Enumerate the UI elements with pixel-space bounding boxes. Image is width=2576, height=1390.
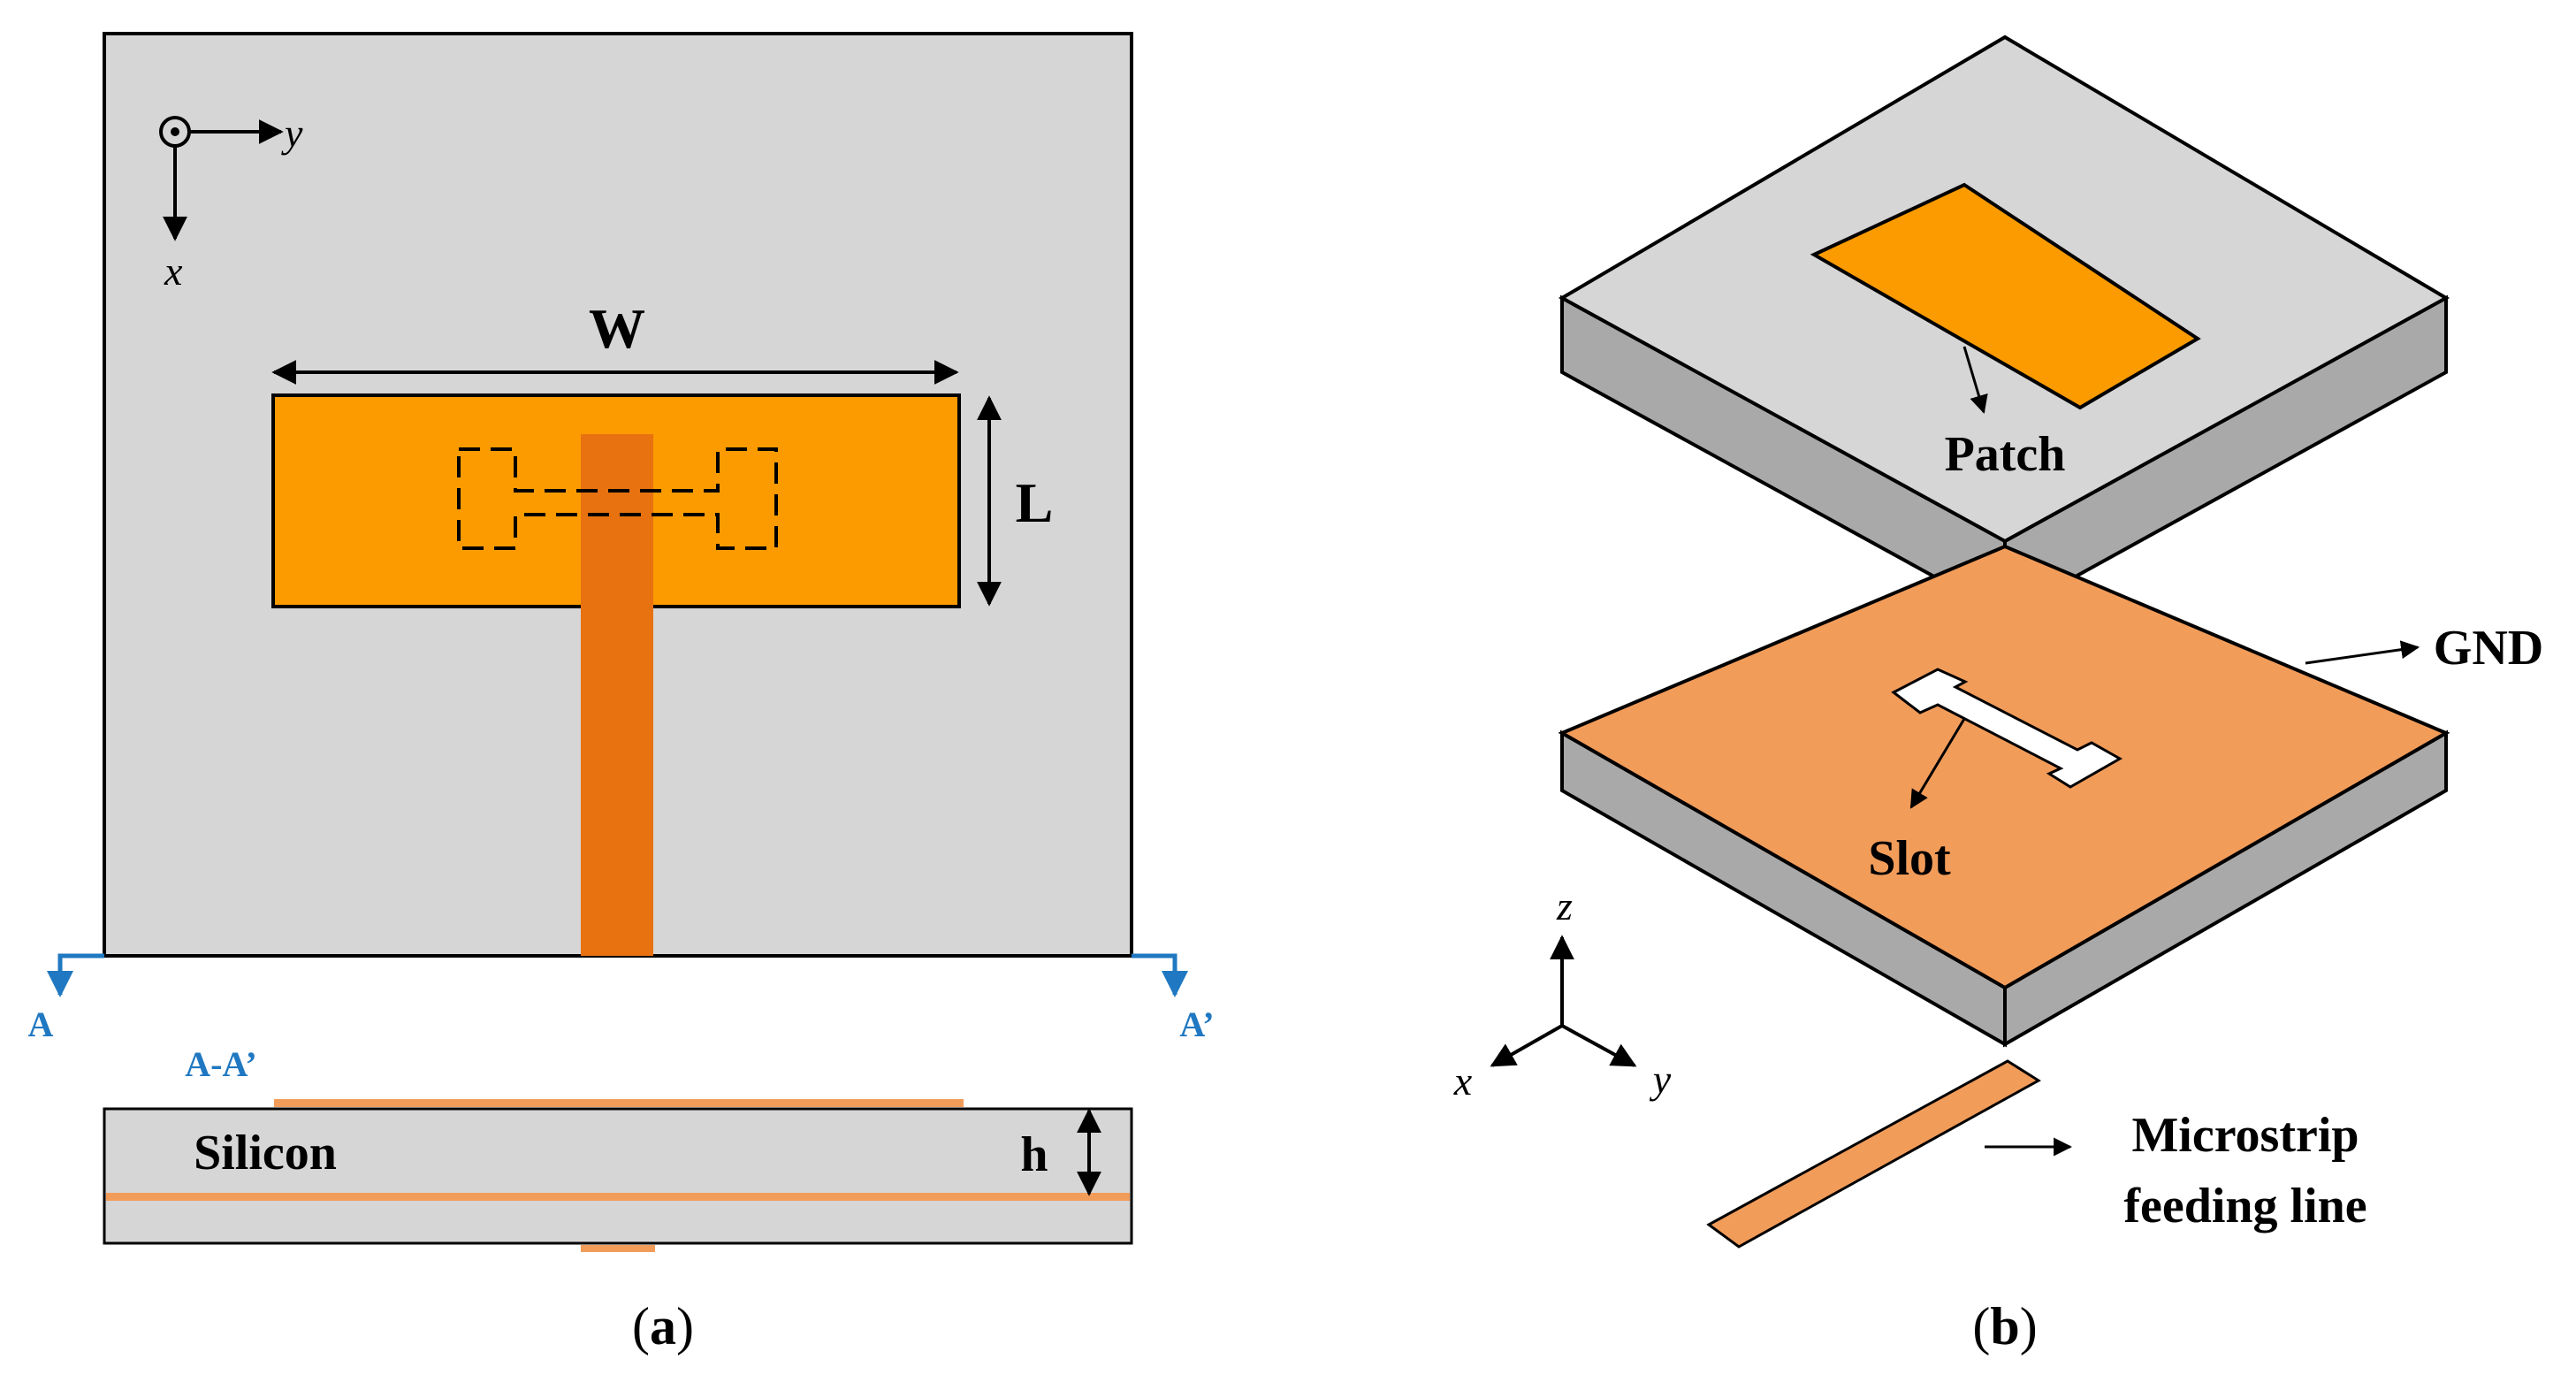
gnd-label: GND [2434, 621, 2543, 676]
gnd-pointer-arrow [2305, 640, 2420, 665]
feed-label-line1: Microstrip [2131, 1108, 2359, 1163]
section-label-a-prime: A’ [1179, 1004, 1214, 1044]
coordinate-axes-b: z x y [1453, 883, 1672, 1104]
y-axis-3d-arrow [1561, 1024, 1637, 1067]
feed-label-line2: feeding line [2123, 1179, 2366, 1233]
caption-b: (b) [1972, 1297, 2037, 1356]
section-marker-right: A’ [1132, 953, 1215, 1044]
y-axis-3d-label: y [1650, 1057, 1672, 1102]
slot-3d [1891, 668, 2123, 789]
substrate-cross-section [103, 1107, 1133, 1245]
length-label: L [1016, 471, 1054, 534]
patch-label: Patch [1945, 427, 2066, 482]
patch-3d [1810, 182, 2201, 410]
feed-line-cross-section [581, 1245, 655, 1252]
section-label-a: A [28, 1004, 54, 1044]
substrate-label: Silicon [194, 1126, 337, 1180]
feed-line-top-view [581, 434, 653, 956]
width-label: W [589, 297, 645, 360]
height-label: h [1020, 1127, 1048, 1182]
slot-label: Slot [1868, 831, 1951, 886]
coordinate-axes-a: y x [159, 111, 303, 294]
slot-pointer-arrow [1909, 718, 1966, 809]
x-axis-3d-arrow [1490, 1024, 1563, 1067]
y-axis-label: y [281, 111, 303, 156]
ground-cross-section [106, 1193, 1130, 1201]
caption-a: (a) [632, 1297, 694, 1356]
slot-outline-dashed [457, 447, 778, 550]
patch-pointer-arrow [1962, 346, 1988, 415]
x-axis-3d-label: x [1453, 1058, 1473, 1104]
panel-b: Patch GND Slot Microstrip feeding line z… [1453, 34, 2543, 1356]
z-axis-label: z [1556, 883, 1573, 928]
patch-cross-section [274, 1099, 964, 1107]
section-title: A-A’ [185, 1044, 256, 1084]
ground-substrate [1558, 544, 2450, 1048]
feed-line-3d [1706, 1059, 2041, 1249]
panel-a: y x W L A A’ A-A’ Silicon h [28, 32, 1215, 1356]
ground-plane-top-face [1558, 544, 2450, 990]
x-axis-label: x [164, 248, 183, 294]
section-marker-left: A [28, 953, 104, 1044]
